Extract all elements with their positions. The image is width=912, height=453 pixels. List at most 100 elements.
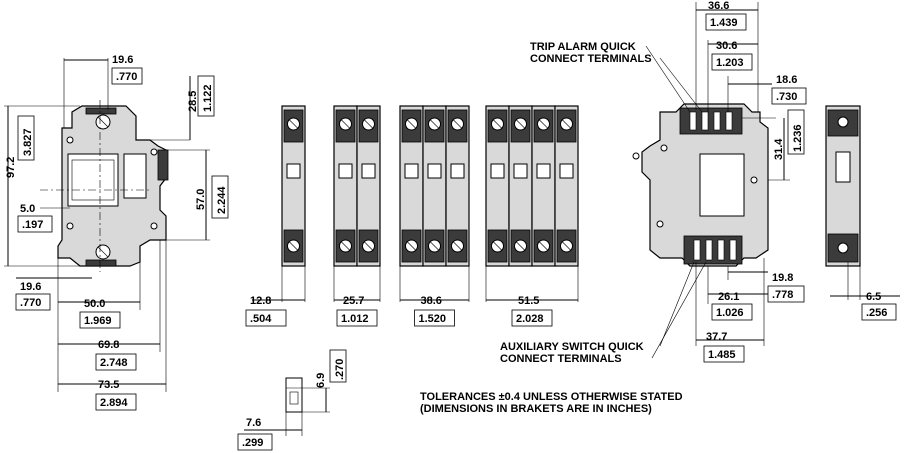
- dim-side-5-in: .197: [22, 219, 43, 231]
- accessory-dimensions: 36.6 1.439 30.6 1.203 18.6 .730 31.4 1.2…: [695, 0, 807, 363]
- dim-acc-37-in: 1.485: [708, 349, 736, 361]
- front-dim-inch-box: [336, 309, 378, 327]
- dim-acc-18-mm: 18.6: [776, 74, 797, 86]
- front-dim-inch-box: [511, 309, 553, 327]
- front-dim-in: .504: [250, 313, 272, 325]
- screw-slot: [289, 119, 298, 129]
- dim-side-50-in: 1.969: [84, 315, 112, 327]
- end-view: 6.5 .256: [825, 105, 900, 321]
- front-dim-mm: 38.6: [421, 295, 442, 307]
- dim-side-50-mm: 50.0: [84, 298, 105, 310]
- front-view-2-pole: [333, 105, 381, 267]
- front-dim-in: 2.028: [516, 313, 544, 325]
- handle: [536, 163, 551, 179]
- front-view-4-pole: [485, 105, 579, 267]
- front-dim-mm: 25.7: [343, 295, 364, 307]
- dim-side-28-mm: 28.5: [187, 91, 199, 112]
- side-view: [40, 100, 169, 272]
- front-dim-in: 1.012: [341, 313, 369, 325]
- dim-acc-19-mm: 19.8: [772, 272, 793, 284]
- screw-slot: [539, 119, 548, 129]
- front-dim-inch-box: [414, 309, 455, 327]
- handle: [490, 163, 505, 179]
- dim-side-5-mm: 5.0: [20, 203, 35, 215]
- screw-slot: [453, 241, 462, 251]
- screw-slot: [364, 119, 373, 129]
- dim-side-top-in: .770: [116, 71, 137, 83]
- dim-side-57-in: 2.244: [216, 186, 228, 214]
- dim-acc-19-in: .778: [772, 289, 793, 301]
- pole-body: [356, 105, 381, 267]
- aux-switch-note: AUXILIARY SWITCH QUICK CONNECT TERMINALS: [500, 261, 707, 365]
- screw-slot: [289, 241, 298, 251]
- screw-slot: [430, 241, 439, 251]
- tolerance-line2: (DIMENSIONS IN BRAKETS ARE IN INCHES): [420, 403, 652, 415]
- handle-detail: 6.9 .270 7.6 .299: [237, 349, 347, 451]
- pole-body: [554, 105, 579, 267]
- dim-acc-31-mm: 31.4: [773, 138, 785, 160]
- dim-end-mm: 6.5: [866, 291, 881, 303]
- trip-alarm-note: TRIP ALARM QUICK CONNECT TERMINALS: [530, 41, 703, 113]
- dim-handle-w-mm: 7.6: [246, 417, 261, 429]
- screw-slot: [407, 119, 416, 129]
- dim-acc-18-in: .730: [776, 91, 797, 103]
- dim-acc-37-mm: 37.7: [706, 331, 727, 343]
- handle: [338, 163, 353, 179]
- dim-acc-30-in: 1.203: [716, 57, 744, 69]
- accessory-view: [632, 103, 769, 267]
- dim-side-57-mm: 57.0: [195, 189, 207, 210]
- trip-alarm-line1: TRIP ALARM QUICK: [530, 41, 636, 53]
- dim-acc-30-mm: 30.6: [716, 40, 737, 52]
- screw-slot: [341, 119, 350, 129]
- screw-slot: [562, 241, 571, 251]
- dim-acc-26-mm: 26.1: [718, 291, 739, 303]
- screw-slot: [430, 119, 439, 129]
- dim-side-28-in: 1.122: [202, 84, 214, 112]
- dim-side-69-in: 2.748: [100, 357, 128, 369]
- aux-switch-line2: CONNECT TERMINALS: [500, 353, 622, 365]
- trip-alarm-line2: CONNECT TERMINALS: [530, 53, 652, 65]
- tolerance-line1: TOLERANCES ±0.4 UNLESS OTHERWISE STATED: [420, 391, 683, 403]
- dim-side-height-in: 3.827: [22, 128, 34, 156]
- tolerance-note: TOLERANCES ±0.4 UNLESS OTHERWISE STATED …: [420, 391, 683, 415]
- screw-slot: [453, 119, 462, 129]
- handle: [427, 163, 442, 179]
- screw-slot: [493, 119, 502, 129]
- front-view-dimensions: 12.8 .504 25.7 1.012 38.61.520 51.5 2.028: [245, 266, 579, 327]
- front-view-3-pole: [399, 105, 470, 267]
- pole-body: [445, 105, 470, 267]
- dim-acc-26-in: 1.026: [716, 307, 744, 319]
- dim-handle-h-mm: 6.9: [315, 373, 327, 388]
- front-dim-2-pole: 25.7 1.012: [333, 266, 381, 327]
- handle: [559, 163, 574, 179]
- front-dim-1-pole: 12.8 .504: [245, 266, 306, 327]
- dim-handle-w-in: .299: [242, 437, 263, 449]
- handle: [513, 163, 528, 179]
- screw-slot: [562, 119, 571, 129]
- front-views: [281, 105, 579, 267]
- handle: [286, 163, 301, 179]
- screw-slot: [341, 241, 350, 251]
- dim-side-bl-in: .770: [20, 297, 41, 309]
- front-dim-mm: 12.8: [250, 295, 271, 307]
- side-view-dimensions: 19.6 .770 97.2 3.827 28.5 1.122 57.0 2.2…: [4, 54, 229, 411]
- dim-side-73-in: 2.894: [100, 397, 128, 409]
- dim-handle-h-in: .270: [334, 359, 346, 380]
- front-view-1-pole: [281, 105, 306, 267]
- dim-acc-36-in: 1.439: [710, 17, 738, 29]
- dim-side-69-mm: 69.8: [98, 339, 119, 351]
- handle: [450, 163, 465, 179]
- handle: [404, 163, 419, 179]
- handle: [361, 163, 376, 179]
- screw-slot: [539, 241, 548, 251]
- dim-side-bl-mm: 19.6: [20, 281, 41, 293]
- front-dim-3-pole: 38.61.520: [399, 266, 470, 327]
- front-dim-mm: 51.5: [518, 295, 539, 307]
- screw-slot: [516, 119, 525, 129]
- pole-body: [281, 105, 306, 267]
- dim-side-73-mm: 73.5: [98, 379, 119, 391]
- dim-side-height-mm: 97.2: [5, 157, 17, 178]
- dim-acc-36-mm: 36.6: [708, 0, 729, 12]
- screw-slot: [493, 241, 502, 251]
